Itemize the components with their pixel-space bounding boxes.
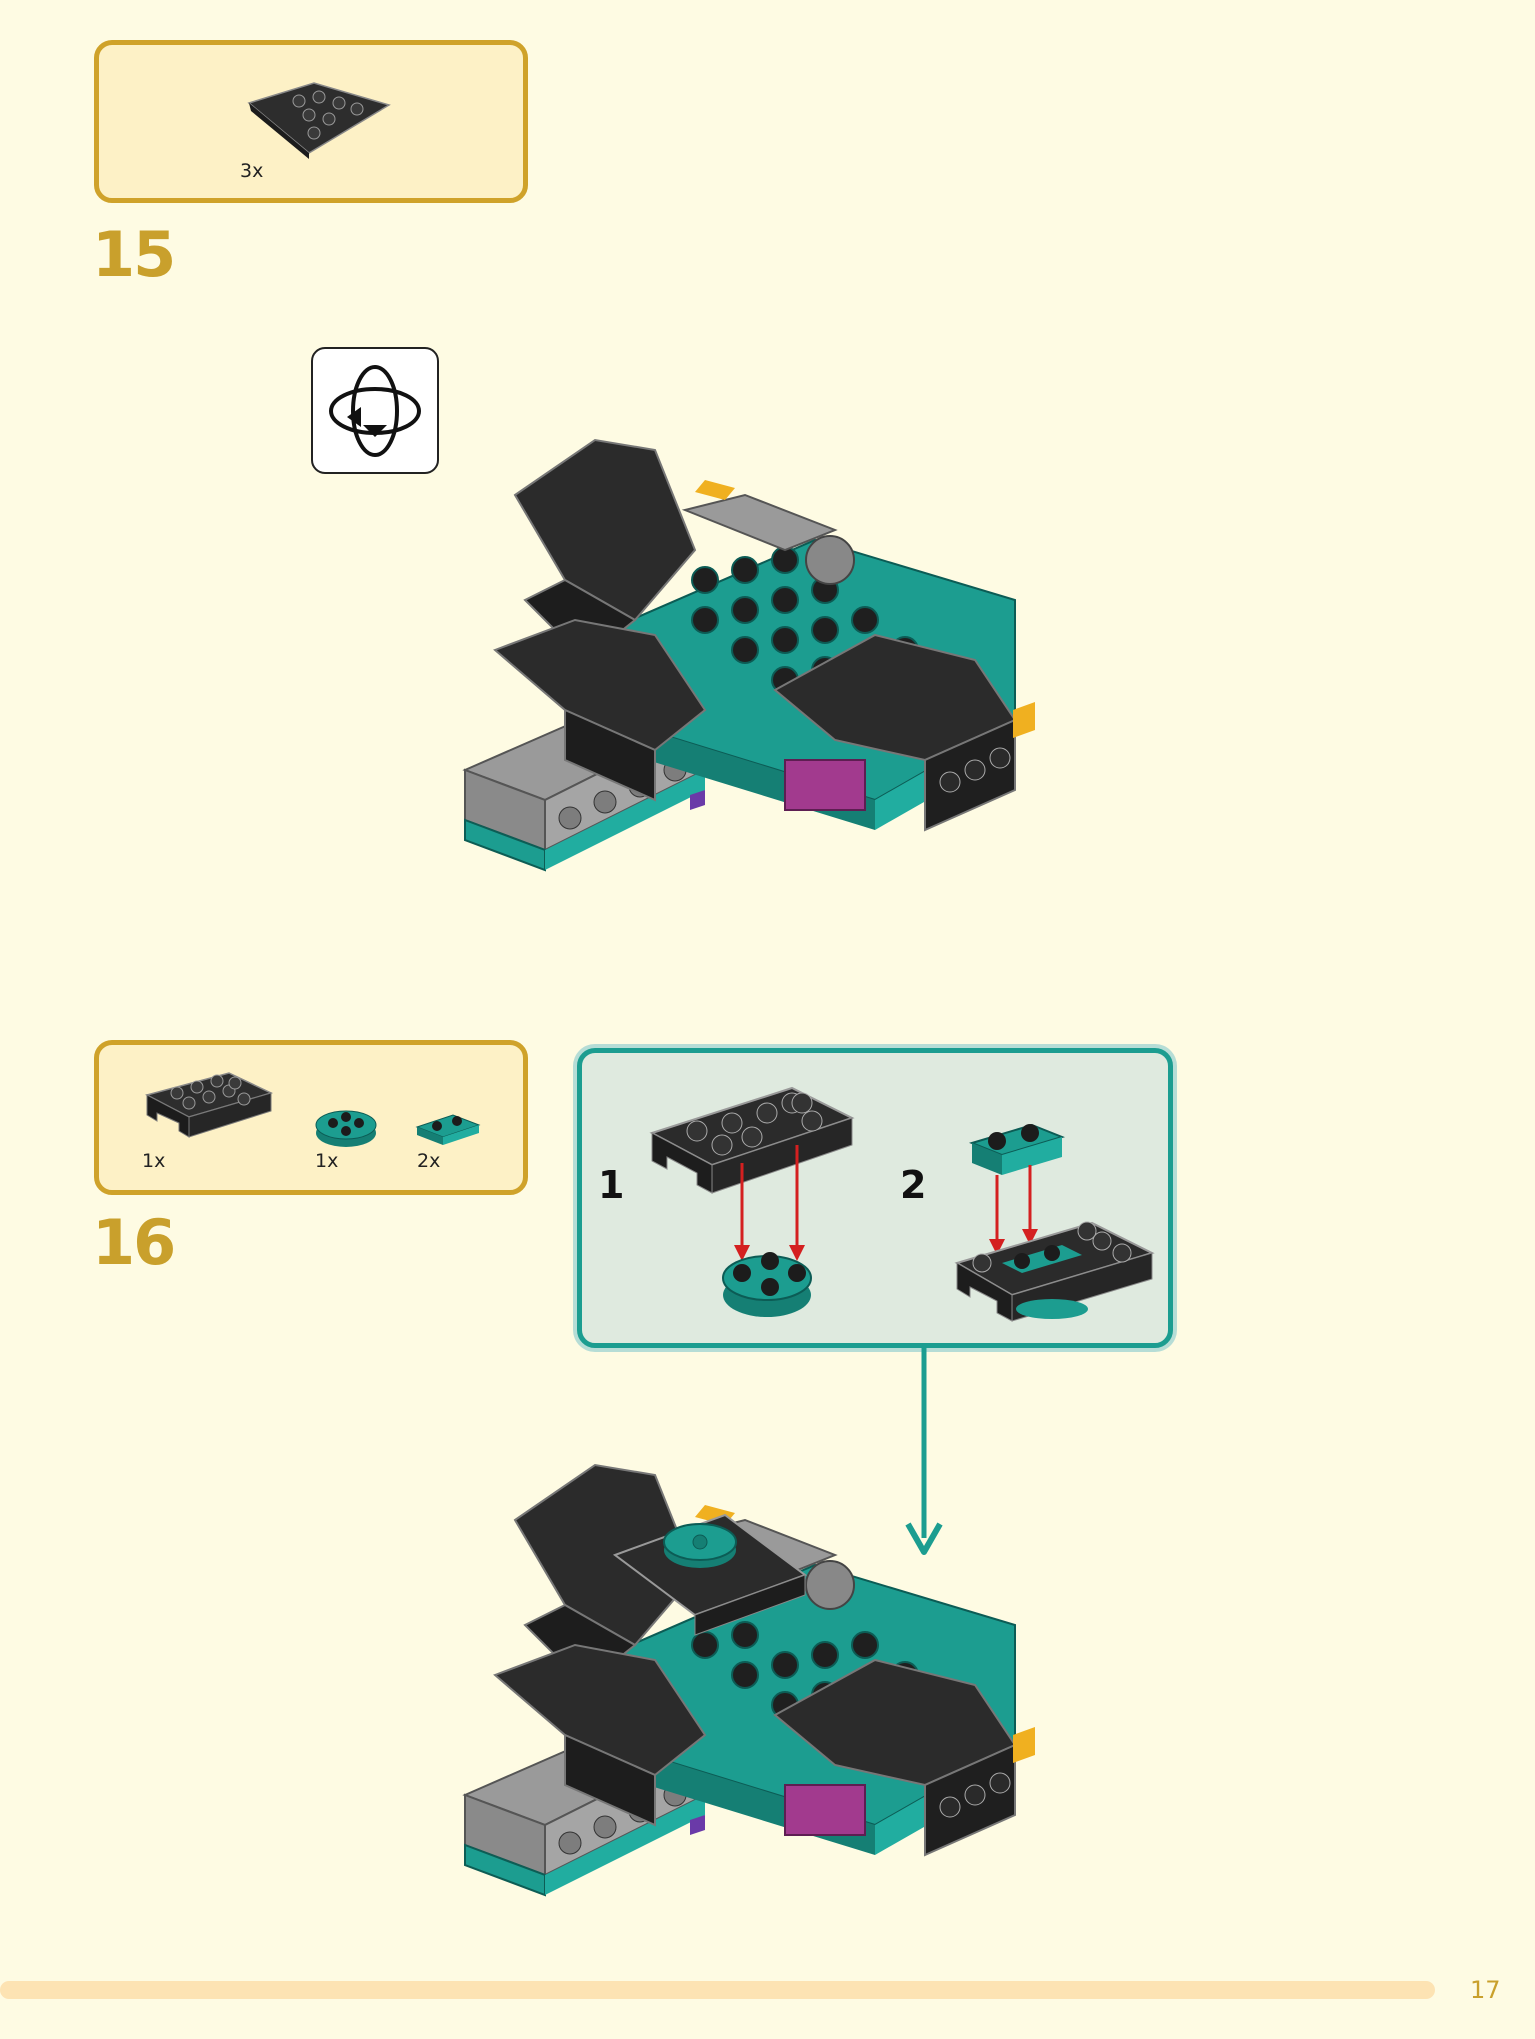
teal-round-plate-icon [315,1110,377,1147]
page-number: 17 [1470,1976,1501,2004]
part-qty: 3x [240,160,264,182]
subassembly-callout: 1 2 [577,1048,1173,1348]
step-number-15: 15 [92,218,176,291]
substep-number-2: 2 [900,1163,927,1207]
teal-plate-1x2-icon [415,1114,481,1145]
parts-list-step-16: 1x 1x 2x [94,1040,528,1195]
rotate-model-icon [329,365,421,457]
callout-connector-arrow [905,1348,943,1555]
part-qty: 1x [142,1150,166,1172]
substep-1-illustration [649,1086,855,1317]
footer-bar [0,1981,1435,1999]
black-wedge-plate-icon [247,82,391,159]
substep-number-1: 1 [598,1163,625,1207]
model-illustration-step-15 [462,438,1035,872]
model-illustration-step-16 [462,1463,1035,1897]
parts-list-step-15: 3x [94,40,528,203]
substep-2-illustration [954,1123,1155,1322]
part-qty: 1x [315,1150,339,1172]
black-inverted-plate-icon [144,1072,274,1138]
rotate-model-callout [311,347,439,474]
part-qty: 2x [417,1150,441,1172]
step-number-16: 16 [92,1206,176,1279]
